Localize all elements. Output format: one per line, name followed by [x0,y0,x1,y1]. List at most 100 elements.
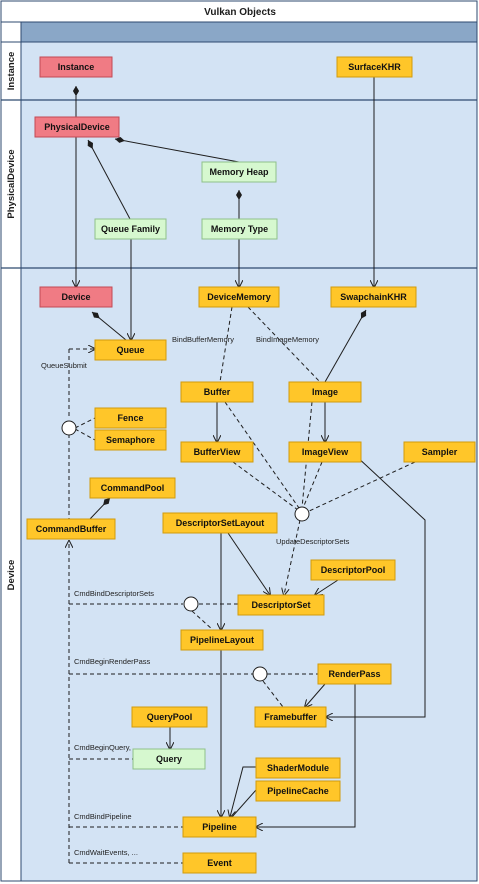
node-label-querypool: QueryPool [147,712,193,722]
node-box-devicememory [198,286,280,308]
node-label-query: Query [156,754,182,764]
node-box-memorytype [201,218,278,240]
node-box-descriptorset [237,594,325,616]
edge-instance-device-diamond [73,86,79,96]
node-descriptorsetlayout[interactable]: DescriptorSetLayout [162,512,278,534]
node-querypool[interactable]: QueryPool [131,706,208,728]
edge-label-cmdbinddescriptorsets: CmdBindDescriptorSets [74,589,154,598]
node-device[interactable]: Device [39,286,113,308]
node-swapchainkhr[interactable]: SwapchainKHR [330,286,417,308]
edge-label-cmdwaitevents: CmdWaitEvents, ... [74,848,138,857]
node-buffer[interactable]: Buffer [180,381,254,403]
node-pipelinecache[interactable]: PipelineCache [255,780,341,802]
node-sampler[interactable]: Sampler [403,441,476,463]
node-imageview[interactable]: ImageView [288,441,362,463]
edge-label-bindimagememory: BindImageMemory [256,335,319,344]
node-box-surfacekhr [336,56,413,78]
edge-image-update [301,401,313,509]
node-bufferview[interactable]: BufferView [180,441,254,463]
edge-submit-semaphore [74,428,96,441]
node-event[interactable]: Event [182,852,257,874]
edge-label-queuesubmit: QueueSubmit [41,361,88,370]
edge-physicaldevice-memoryheap [114,138,240,163]
node-fence[interactable]: Fence [94,407,167,429]
node-label-bufferview: BufferView [194,447,242,457]
node-box-querypool [131,706,208,728]
node-shadermodule[interactable]: ShaderModule [255,757,341,779]
lane-label-instance: Instance [6,52,17,91]
edge-update-descriptorset [284,519,301,595]
node-descriptorpool[interactable]: DescriptorPool [310,559,396,581]
edge-label-cmdbindpipeline: CmdBindPipeline [74,812,132,821]
edge-label-updatedescriptorsets: UpdateDescriptorSets [276,537,350,546]
diagram-title: Vulkan Objects [204,7,276,18]
node-box-descriptorsetlayout [162,512,278,534]
node-physicaldevice[interactable]: PhysicalDevice [34,116,120,138]
node-label-pipeline: Pipeline [202,822,237,832]
edge-submit-fence [74,417,96,429]
node-box-swapchainkhr [330,286,417,308]
node-box-pipelinecache [255,780,341,802]
node-box-pipeline [182,816,257,838]
node-commandpool[interactable]: CommandPool [89,477,176,499]
node-pipelinelayout[interactable]: PipelineLayout [180,629,264,651]
node-box-physicaldevice [34,116,120,138]
node-label-imageview: ImageView [302,447,349,457]
node-box-event [182,852,257,874]
edge-physicaldevice-queuefamily-diamond [87,140,93,149]
edge-circle-framebuffer [262,680,284,708]
node-image[interactable]: Image [288,381,362,403]
node-surfacekhr[interactable]: SurfaceKHR [336,56,413,78]
node-pipeline[interactable]: Pipeline [182,816,257,838]
node-label-memoryheap: Memory Heap [209,167,269,177]
node-queue[interactable]: Queue [94,339,167,361]
node-box-shadermodule [255,757,341,779]
lane-header-corner [0,21,22,43]
node-box-fence [94,407,167,429]
edge-buffer-update [224,401,300,509]
node-framebuffer[interactable]: Framebuffer [254,706,327,728]
node-label-buffer: Buffer [204,387,231,397]
node-descriptorset[interactable]: DescriptorSet [237,594,325,616]
node-box-queuefamily [94,218,167,240]
node-label-memorytype: Memory Type [211,224,268,234]
junction-updatedescriptorsets [294,506,310,522]
node-label-image: Image [312,387,338,397]
node-box-buffer [180,381,254,403]
node-label-swapchainkhr: SwapchainKHR [340,292,407,302]
node-devicememory[interactable]: DeviceMemory [198,286,280,308]
node-label-framebuffer: Framebuffer [264,712,317,722]
node-label-fence: Fence [117,413,143,423]
edge-devicememory-image [247,306,321,383]
node-label-commandbuffer: CommandBuffer [36,524,107,534]
lane-header-bar [20,21,478,43]
edge-shadermodule-pipeline [230,766,256,817]
lane-label-physicaldevice: PhysicalDevice [6,149,17,218]
node-label-descriptorset: DescriptorSet [251,600,310,610]
edge-commandpool-commandbuffer-diamond [103,498,110,506]
node-memoryheap[interactable]: Memory Heap [201,161,277,183]
lane-label-column [0,41,22,882]
edge-renderpass-framebuffer [305,683,326,707]
node-query[interactable]: Query [132,748,206,770]
node-commandbuffer[interactable]: CommandBuffer [26,518,116,540]
node-box-descriptorpool [310,559,396,581]
node-instance[interactable]: Instance [39,56,113,78]
edge-physicaldevice-queuefamily [87,139,131,220]
lane-label-device: Device [6,560,17,591]
edges [61,77,426,864]
node-box-bufferview [180,441,254,463]
node-queuefamily[interactable]: Queue Family [94,218,167,240]
node-renderpass[interactable]: RenderPass [317,663,392,685]
node-label-renderpass: RenderPass [328,669,380,679]
node-box-device [39,286,113,308]
node-box-sampler [403,441,476,463]
node-semaphore[interactable]: Semaphore [94,429,167,451]
node-label-semaphore: Semaphore [106,435,155,445]
edge-label-cmdbeginrenderpass: CmdBeginRenderPass [74,657,151,666]
edge-memoryheap-memorytype-diamond [236,190,242,200]
node-memorytype[interactable]: Memory Type [201,218,278,240]
node-label-shadermodule: ShaderModule [267,763,329,773]
